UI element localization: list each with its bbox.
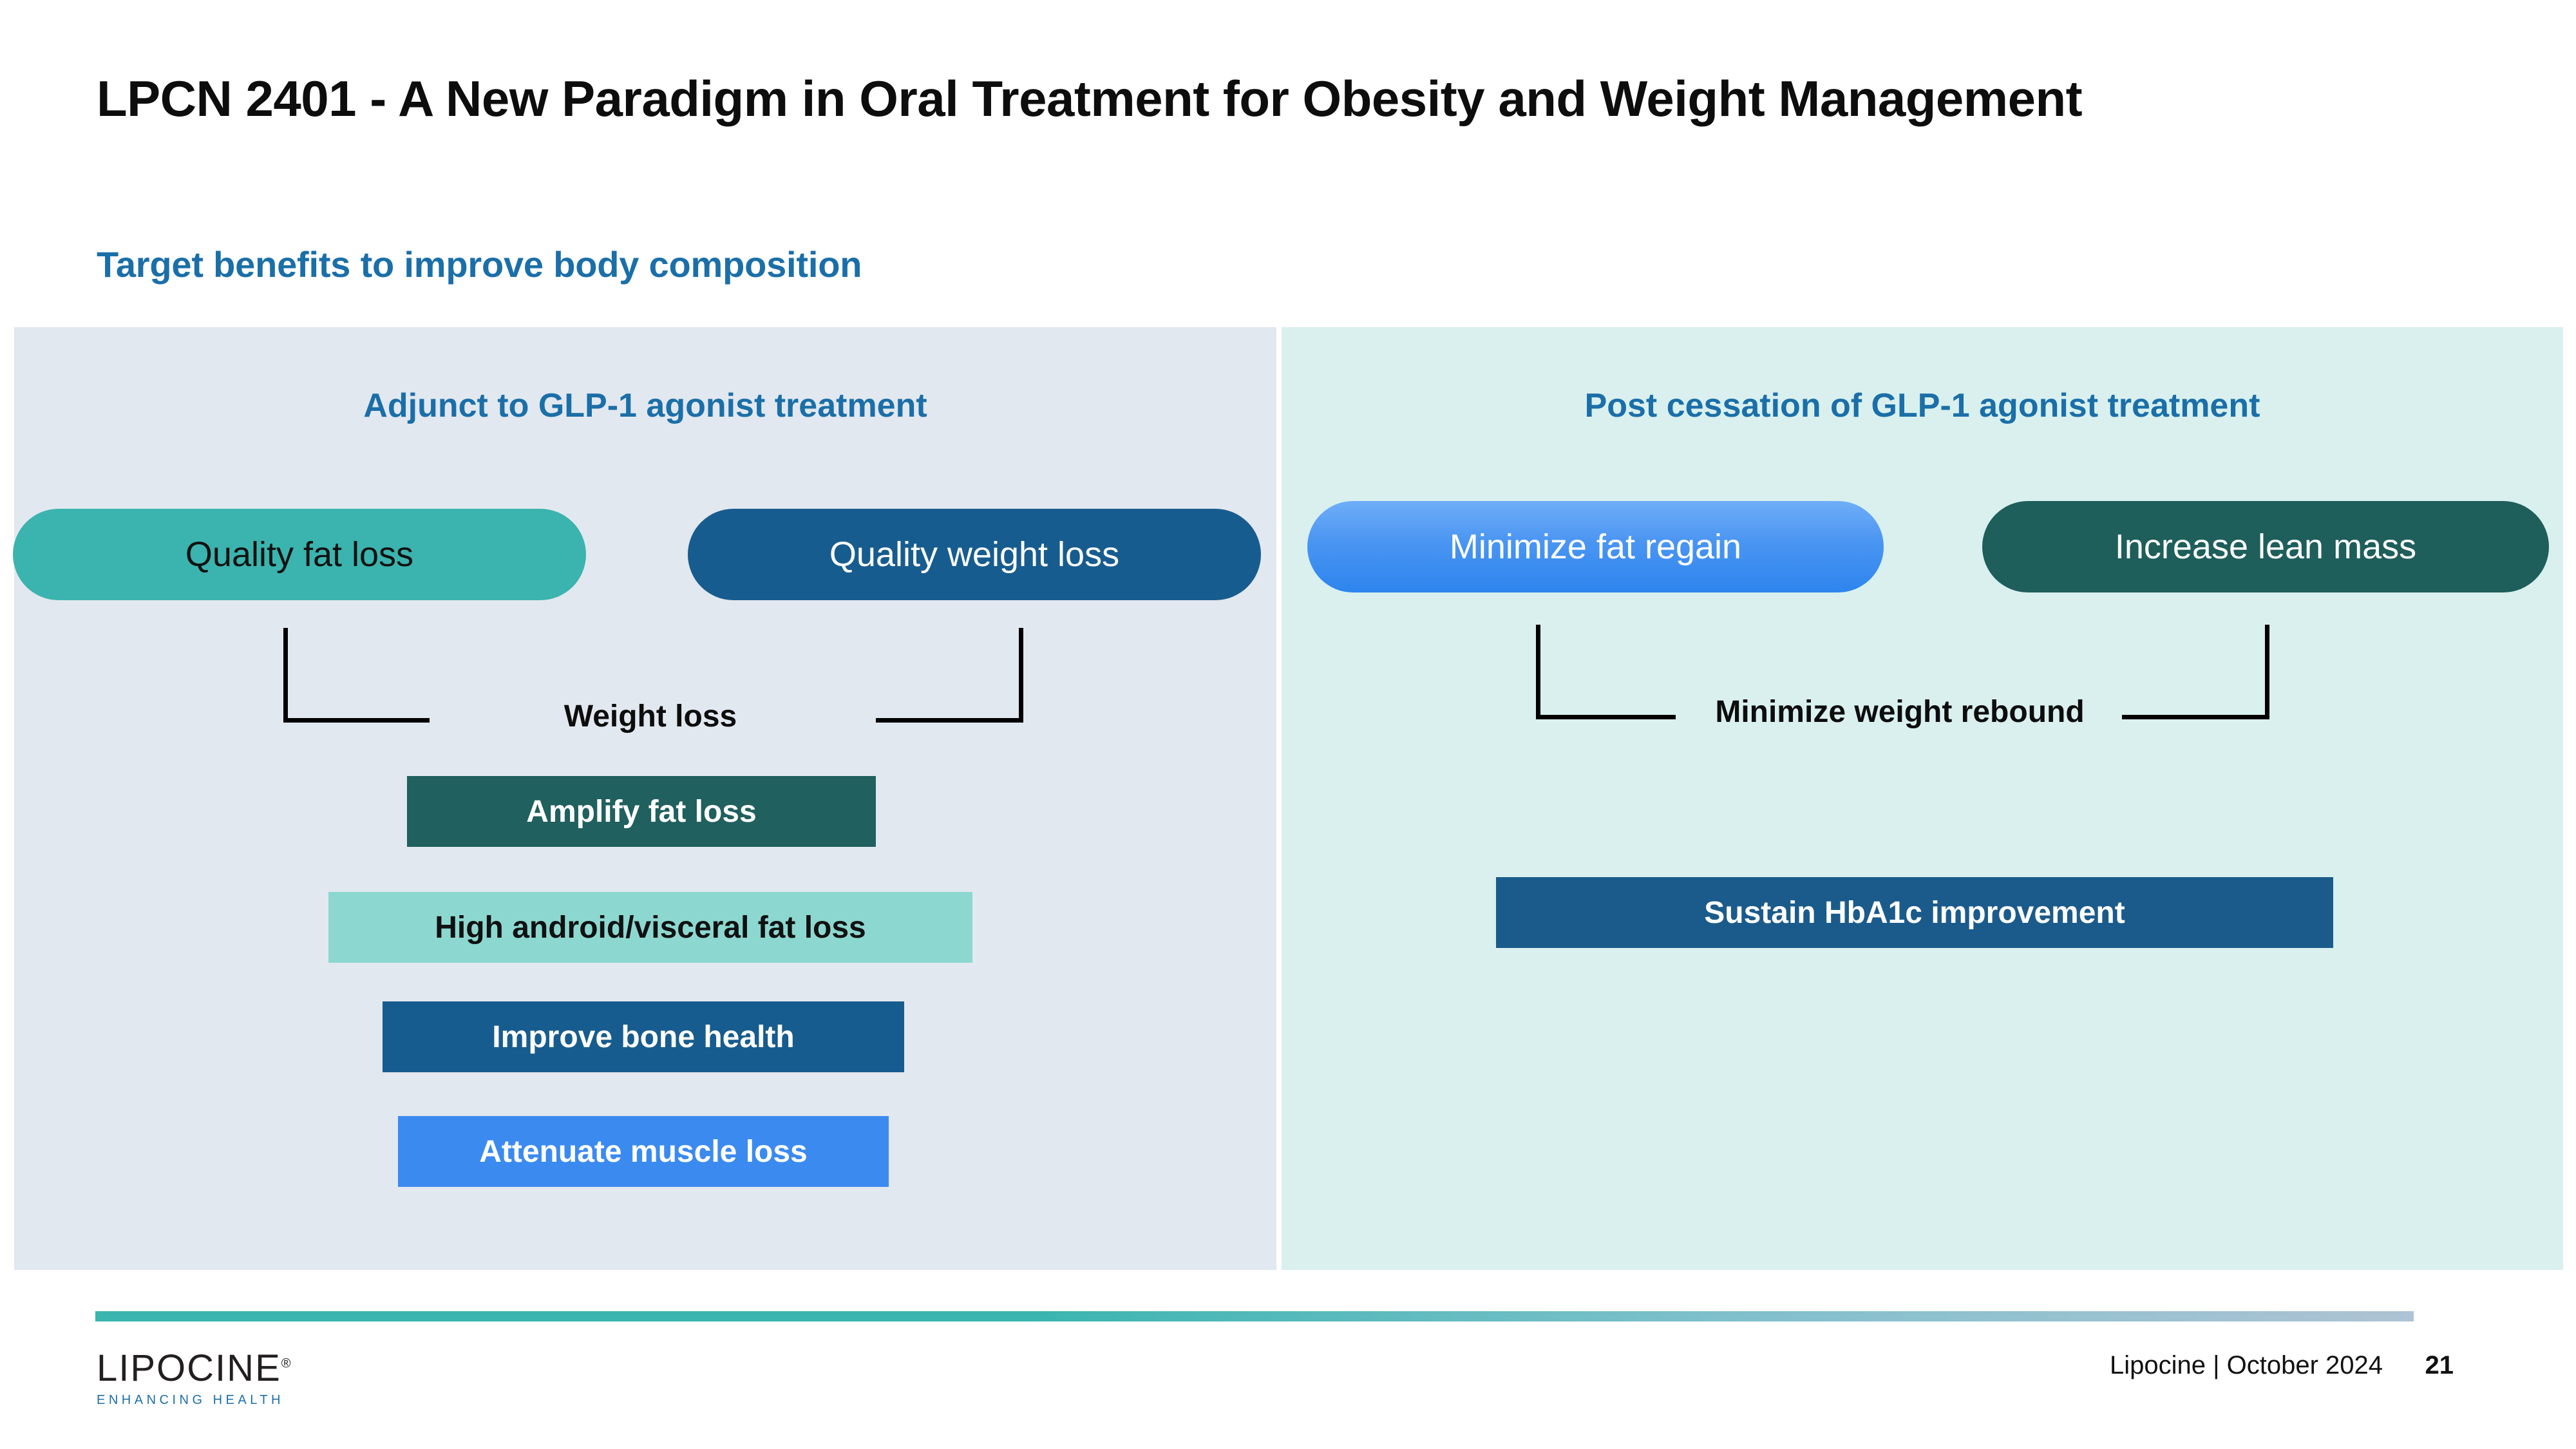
bar-amplify-fat-loss[interactable]: Amplify fat loss <box>407 776 876 847</box>
bracket-label-minimize-weight-rebound: Minimize weight rebound <box>1715 695 2085 729</box>
logo-wordmark-e: E <box>255 1347 281 1389</box>
logo-wordmark: LIPOCINE® <box>97 1350 328 1387</box>
bracket-label-weight-loss: Weight loss <box>564 699 737 734</box>
page-number: 21 <box>2425 1351 2454 1379</box>
bracket-right-arm-adjunct <box>876 628 1023 723</box>
lipocine-logo: LIPOCINE® ENHANCING HEALTH <box>97 1350 328 1408</box>
panel-post-cessation-heading: Post cessation of GLP-1 agonist treatmen… <box>1584 387 2260 424</box>
bar-attenuate-muscle-loss[interactable]: Attenuate muscle loss <box>398 1116 889 1187</box>
panel-adjunct-heading: Adjunct to GLP-1 agonist treatment <box>363 387 927 424</box>
page-title: LPCN 2401 - A New Paradigm in Oral Treat… <box>97 70 2083 127</box>
bracket-right-arm-post-cessation <box>2122 625 2269 719</box>
footer-meta: Lipocine | October 2024 <box>2109 1351 2383 1379</box>
registered-trademark-icon: ® <box>281 1356 292 1371</box>
bar-improve-bone-health[interactable]: Improve bone health <box>383 1001 904 1072</box>
panel-post-cessation <box>1282 327 2563 1270</box>
pill-increase-lean-mass[interactable]: Increase lean mass <box>1982 501 2549 592</box>
footer-accent-rule <box>95 1311 2414 1321</box>
bracket-left-arm-adjunct <box>283 628 430 723</box>
bracket-left-arm-post-cessation <box>1536 625 1676 719</box>
page-subtitle: Target benefits to improve body composit… <box>97 244 862 285</box>
pill-minimize-fat-regain[interactable]: Minimize fat regain <box>1307 501 1884 592</box>
pill-quality-fat-loss[interactable]: Quality fat loss <box>13 509 586 600</box>
pill-quality-weight-loss[interactable]: Quality weight loss <box>688 509 1261 600</box>
bar-sustain-hba1c-improvement[interactable]: Sustain HbA1c improvement <box>1496 877 2333 948</box>
logo-wordmark-text: LIPOCIN <box>97 1347 256 1389</box>
logo-tagline: ENHANCING HEALTH <box>97 1393 284 1407</box>
bar-high-android-visceral-fat-loss[interactable]: High android/visceral fat loss <box>328 892 972 963</box>
